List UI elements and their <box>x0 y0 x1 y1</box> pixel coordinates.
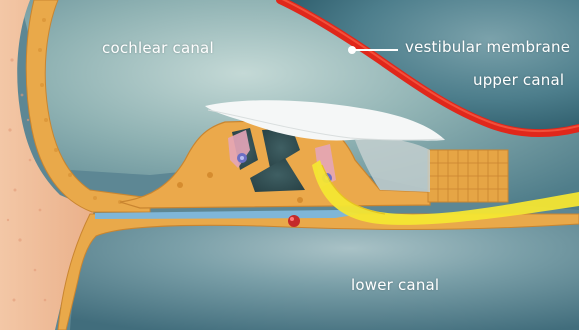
cochlear-canal-label: cochlear canal <box>102 39 214 57</box>
blood-vessel-highlight <box>290 217 294 221</box>
vestibular-pointer-dot <box>348 46 356 54</box>
blood-vessel <box>288 215 300 227</box>
lower-canal-region <box>70 221 579 330</box>
upper-canal-label: upper canal <box>473 71 564 89</box>
vestibular-membrane-label: vestibular membrane <box>405 38 570 56</box>
lower-canal-label: lower canal <box>351 276 439 294</box>
